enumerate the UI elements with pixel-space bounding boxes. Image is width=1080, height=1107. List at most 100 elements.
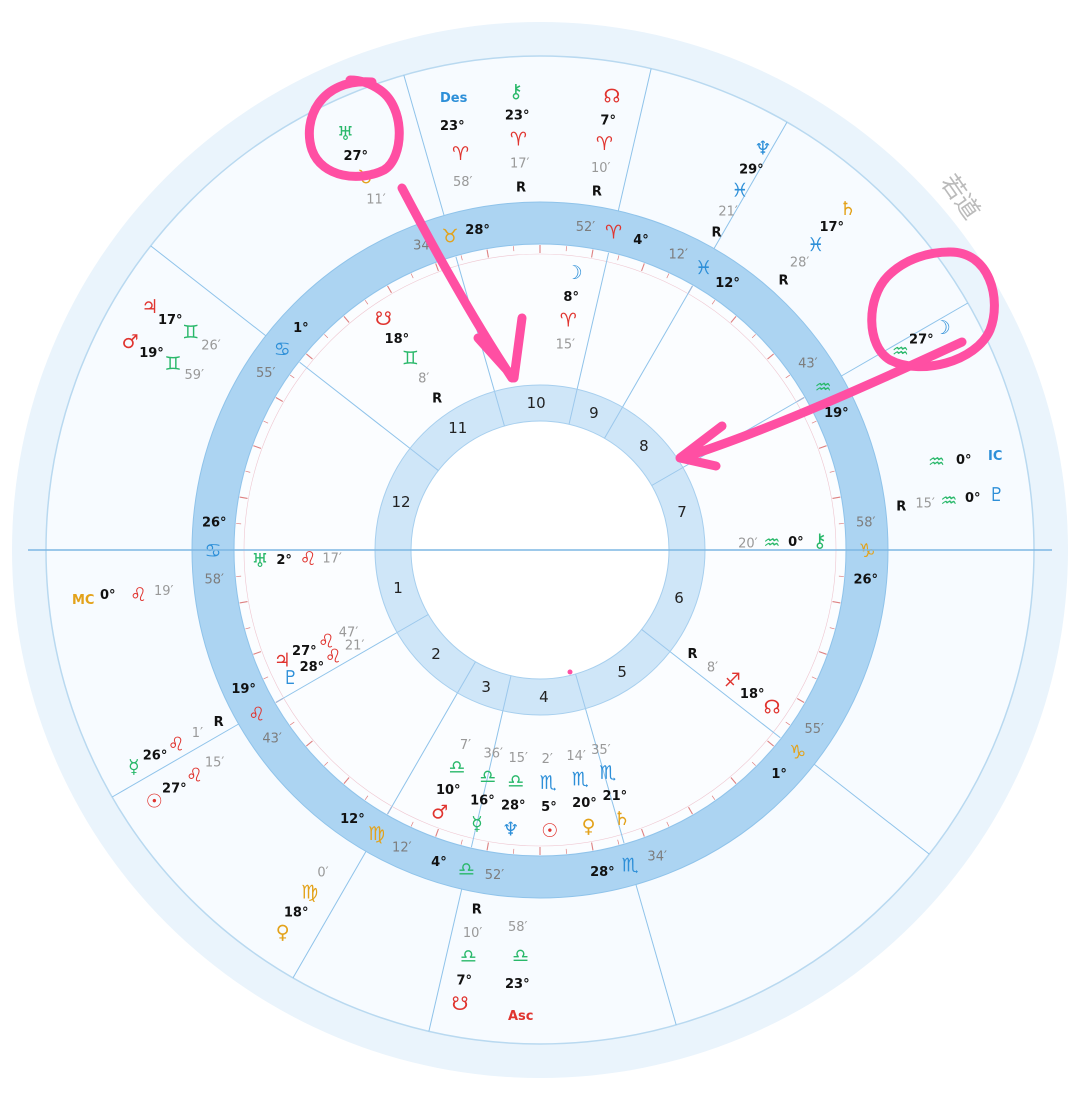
planet-degree: 26°: [143, 749, 168, 764]
planet-degree: 2°: [276, 553, 292, 568]
planet-glyph: ☉: [541, 820, 558, 842]
planet-sign: ♊: [164, 353, 181, 375]
planet-sign: ♎: [479, 766, 496, 788]
cusp-sign: ♉: [441, 226, 458, 248]
planet-degree: 20°: [572, 796, 597, 811]
planet-degree: 8°: [563, 290, 579, 305]
planet-glyph: ♇: [988, 484, 1005, 506]
planet-minutes: 26′: [201, 338, 221, 353]
planet-degree: 27°: [343, 149, 368, 164]
planet-glyph: ⚷: [509, 81, 523, 103]
cusp-degree: 1°: [293, 321, 309, 336]
cusp-minutes: 43′: [262, 732, 282, 747]
planet-glyph: ☿: [471, 813, 483, 835]
planet-degree: 0°: [965, 491, 981, 506]
cusp-degree: 4°: [431, 855, 447, 870]
planet-sign: ♎: [507, 771, 524, 793]
planet-degree: 5°: [541, 800, 557, 815]
planet-glyph: ♆: [754, 138, 771, 160]
planet-glyph: ♄: [839, 198, 856, 220]
des-text: Des: [440, 91, 468, 106]
planet-degree: 19°: [139, 346, 164, 361]
cusp-degree: 26°: [853, 572, 878, 587]
planet-minutes: 15′: [509, 751, 529, 766]
house-number-6: 6: [674, 589, 684, 607]
planet-sign: ♎: [448, 757, 465, 779]
cusp-minutes: 58′: [204, 572, 224, 587]
planet-glyph: ♀: [582, 816, 596, 838]
planet-degree: 27°: [909, 333, 934, 348]
planet-glyph: ☉: [146, 791, 163, 813]
planet-minutes: 21′: [345, 638, 365, 653]
house-number-5: 5: [617, 663, 627, 681]
mc-sign: ♌: [130, 584, 147, 606]
planet-degree: 7°: [457, 973, 473, 988]
planet-minutes: 59′: [185, 368, 205, 383]
house-number-2: 2: [431, 645, 441, 663]
cusp-degree: 12°: [340, 812, 365, 827]
planet-sign: ♌: [186, 764, 203, 786]
planet-minutes: 36′: [483, 747, 503, 762]
planet-minutes: 2′: [542, 752, 553, 767]
cusp-degree: 12°: [715, 276, 740, 291]
cusp-minutes: 55′: [804, 722, 824, 737]
planet-minutes: 8′: [707, 660, 718, 675]
cusp-minutes: 58′: [856, 516, 876, 531]
cusp-minutes: 12′: [392, 840, 412, 855]
planet-minutes: 15′: [205, 755, 225, 770]
cusp-degree: 26°: [202, 516, 227, 531]
cusp-degree: 19°: [824, 406, 849, 421]
planet-glyph: ☊: [604, 86, 621, 108]
cusp-degree: 1°: [771, 767, 787, 782]
planet-degree: 0°: [788, 535, 804, 550]
planet-glyph: ♇: [282, 667, 299, 689]
cusp-sign: ♋: [204, 540, 221, 562]
planet-minutes: 17′: [322, 551, 342, 566]
annotation-dot: [568, 670, 573, 675]
planet-minutes: 8′: [418, 372, 429, 387]
planet-degree: 18°: [284, 905, 309, 920]
planet-glyph: ☋: [375, 308, 392, 330]
planet-retrograde: R: [516, 180, 526, 195]
planet-minutes: 11′: [366, 192, 386, 207]
planet-minutes: 10′: [463, 926, 483, 941]
planet-glyph: ☽: [934, 317, 951, 339]
planet-glyph: ☿: [128, 756, 140, 778]
planet-glyph: ☊: [764, 697, 781, 719]
house-number-9: 9: [589, 404, 599, 422]
asc-sign: ♎: [512, 945, 529, 967]
planet-sign: ♓: [807, 234, 824, 256]
planet-sign: ♌: [168, 733, 185, 755]
planet-sign: ♓: [731, 180, 748, 202]
cusp-sign: ♎: [458, 859, 475, 881]
house-number-11: 11: [448, 419, 467, 437]
planet-sign: ♒: [940, 490, 957, 512]
planet-sign: ♎: [460, 946, 477, 968]
mc-degree: 0°: [100, 588, 116, 603]
planet-degree: 21°: [603, 789, 628, 804]
planet-retrograde: R: [711, 226, 721, 241]
planet-sign: ♊: [182, 322, 199, 344]
planet-minutes: 21′: [718, 205, 738, 220]
planet-glyph: ⚷: [813, 530, 827, 552]
cusp-sign: ♑: [858, 540, 875, 562]
planet-degree: 28°: [501, 799, 526, 814]
planet-minutes: 17′: [510, 157, 530, 172]
planet-retrograde: R: [472, 902, 482, 917]
planet-glyph: ♅: [337, 123, 354, 145]
des-minutes: 58′: [453, 175, 473, 190]
planet-glyph: ♃: [141, 296, 158, 318]
planet-degree: 18°: [740, 687, 765, 702]
cusp-minutes: 55′: [256, 366, 276, 381]
cusp-sign: ♍: [368, 823, 385, 845]
ic-degree: 0°: [956, 453, 972, 468]
cusp-degree: 28°: [590, 865, 615, 880]
planet-retrograde: R: [779, 273, 789, 288]
cusp-sign: ♑: [789, 741, 806, 763]
asc-minutes: 58′: [508, 920, 528, 935]
planet-sign: ♌: [325, 645, 342, 667]
cusp-degree: 28°: [465, 223, 490, 238]
cusp-degree: 4°: [633, 233, 649, 248]
cusp-sign: ♋: [274, 339, 291, 361]
planet-glyph: ♂: [431, 801, 448, 823]
